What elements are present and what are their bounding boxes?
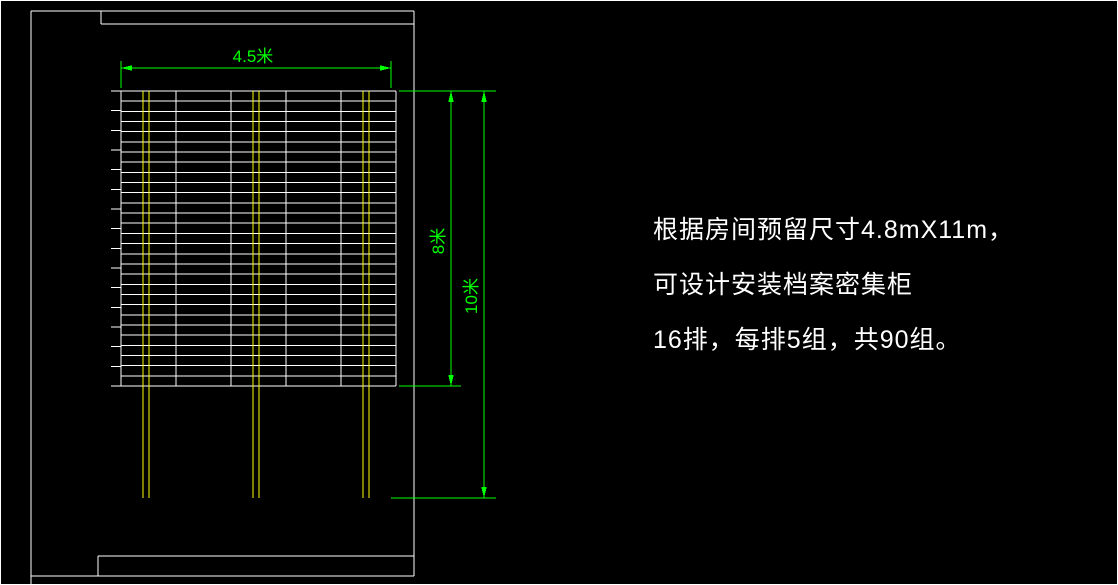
note-line: 16排，每排5组，共90组。 <box>653 326 962 354</box>
row-ticks <box>111 90 121 387</box>
room-outline <box>30 10 415 584</box>
annotation-text: 根据房间预留尺寸4.8mX11m， 可设计安装档案密集柜 16排，每排5组，共9… <box>653 203 1014 368</box>
dim-width-label: 4.5米 <box>233 47 274 66</box>
dim-shelf-height-label: 8米 <box>429 228 448 254</box>
note-line: 可设计安装档案密集柜 <box>653 271 914 299</box>
dim-shelf-height: 8米 <box>399 90 496 387</box>
rail-tracks <box>142 91 370 498</box>
note-line: 根据房间预留尺寸4.8mX11m， <box>653 216 1015 244</box>
dim-total-height-label: 10米 <box>462 278 481 314</box>
dim-total-height: 10米 <box>391 91 496 499</box>
dim-width: 4.5米 <box>120 47 392 88</box>
